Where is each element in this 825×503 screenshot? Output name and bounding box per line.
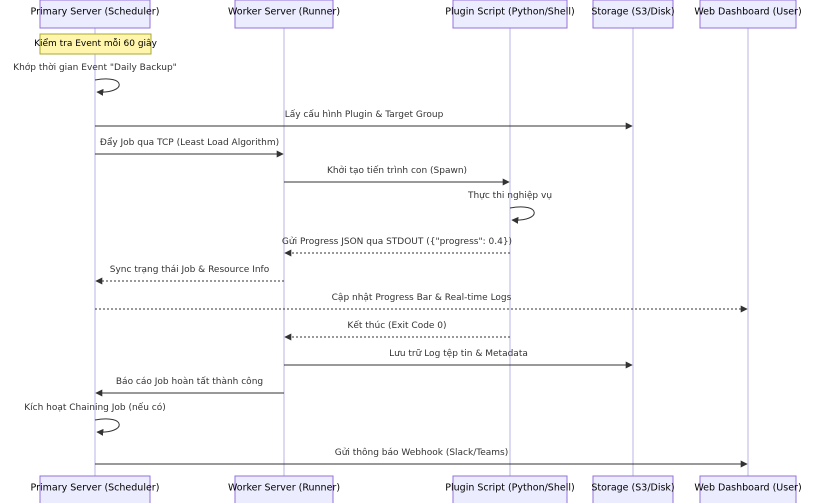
message-label: Gửi Progress JSON qua STDOUT ({"progress… xyxy=(282,236,512,247)
actor-label: Plugin Script (Python/Shell) xyxy=(445,7,574,18)
message-5: Thực thi nghiệp vụ xyxy=(467,190,552,224)
message-4: Khởi tạo tiến trình con (Spawn) xyxy=(284,165,510,186)
actor-box xyxy=(39,0,151,29)
actor-box xyxy=(592,475,674,503)
actor-box xyxy=(699,475,797,503)
message-13: Gửi thông báo Webhook (Slack/Teams) xyxy=(95,447,748,468)
message-8: Cập nhật Progress Bar & Real-time Logs xyxy=(95,293,748,313)
message-1: Khớp thời gian Event "Daily Backup" xyxy=(13,62,177,96)
note-layer: Kiểm tra Event mỗi 60 giây xyxy=(34,33,158,55)
actor-dashboard-top: Web Dashboard (User) xyxy=(694,0,802,29)
actor-label: Plugin Script (Python/Shell) xyxy=(445,483,574,494)
message-12: Kích hoạt Chaining Job (nếu có) xyxy=(24,402,166,436)
actor-plugin-bottom: Plugin Script (Python/Shell) xyxy=(445,475,575,503)
self-loop-arrow xyxy=(509,206,535,224)
actor-box xyxy=(234,475,334,503)
actor-dashboard-bottom: Web Dashboard (User) xyxy=(694,475,802,503)
message-2: Lấy cấu hình Plugin & Target Group xyxy=(95,109,633,130)
message-10: Lưu trữ Log tệp tin & Metadata xyxy=(284,348,633,369)
note: Kiểm tra Event mỗi 60 giây xyxy=(34,33,158,55)
message-label: Lấy cấu hình Plugin & Target Group xyxy=(285,109,444,120)
self-loop-arrow xyxy=(94,418,120,436)
note-text: Kiểm tra Event mỗi 60 giây xyxy=(34,38,157,49)
actor-box xyxy=(592,0,674,29)
message-label: Cập nhật Progress Bar & Real-time Logs xyxy=(332,293,512,303)
actor-box xyxy=(39,475,151,503)
actor-worker-bottom: Worker Server (Runner) xyxy=(228,475,340,503)
actor-label: Web Dashboard (User) xyxy=(694,483,801,494)
actor-label: Storage (S3/Disk) xyxy=(591,483,674,494)
message-6: Gửi Progress JSON qua STDOUT ({"progress… xyxy=(282,236,512,257)
actor-label: Worker Server (Runner) xyxy=(228,483,340,494)
message-label: Kích hoạt Chaining Job (nếu có) xyxy=(24,402,166,413)
actor-plugin-top: Plugin Script (Python/Shell) xyxy=(445,0,575,29)
actor-worker-top: Worker Server (Runner) xyxy=(228,0,340,29)
message-label: Báo cáo Job hoàn tất thành công xyxy=(116,376,263,387)
self-loop-arrow xyxy=(94,78,120,96)
actor-box xyxy=(452,475,568,503)
actor-primary-top: Primary Server (Scheduler) xyxy=(31,0,160,29)
actor-box xyxy=(699,0,797,29)
message-label: Khởi tạo tiến trình con (Spawn) xyxy=(327,165,467,176)
message-label: Đẩy Job qua TCP (Least Load Algorithm) xyxy=(100,137,279,148)
lifelines xyxy=(94,28,749,476)
actor-storage-bottom: Storage (S3/Disk) xyxy=(591,475,675,503)
actor-label: Primary Server (Scheduler) xyxy=(31,7,160,18)
actor-label: Storage (S3/Disk) xyxy=(591,7,674,18)
message-label: Sync trạng thái Job & Resource Info xyxy=(110,265,270,275)
message-label: Gửi thông báo Webhook (Slack/Teams) xyxy=(335,447,508,458)
message-3: Đẩy Job qua TCP (Least Load Algorithm) xyxy=(95,137,284,158)
note-box xyxy=(39,33,152,55)
message-label: Kết thúc (Exit Code 0) xyxy=(347,320,446,331)
message-label: Lưu trữ Log tệp tin & Metadata xyxy=(389,348,528,359)
message-9: Kết thúc (Exit Code 0) xyxy=(284,320,510,341)
messages: Khớp thời gian Event "Daily Backup" Lấy c… xyxy=(13,62,748,468)
message-label: Thực thi nghiệp vụ xyxy=(467,190,552,201)
actor-label: Web Dashboard (User) xyxy=(694,7,801,18)
actor-box xyxy=(234,0,334,29)
message-label: Khớp thời gian Event "Daily Backup" xyxy=(13,62,177,73)
actor-label: Worker Server (Runner) xyxy=(228,7,340,18)
actor-primary-bottom: Primary Server (Scheduler) xyxy=(31,475,160,503)
actor-label: Primary Server (Scheduler) xyxy=(31,483,160,494)
actor-box xyxy=(452,0,568,29)
message-11: Báo cáo Job hoàn tất thành công xyxy=(95,376,284,397)
actors-bottom: Primary Server (Scheduler) Worker Server … xyxy=(31,475,802,503)
actor-storage-top: Storage (S3/Disk) xyxy=(591,0,675,29)
message-7: Sync trạng thái Job & Resource Info xyxy=(95,265,284,285)
actors-top: Primary Server (Scheduler) Worker Server … xyxy=(31,0,802,29)
